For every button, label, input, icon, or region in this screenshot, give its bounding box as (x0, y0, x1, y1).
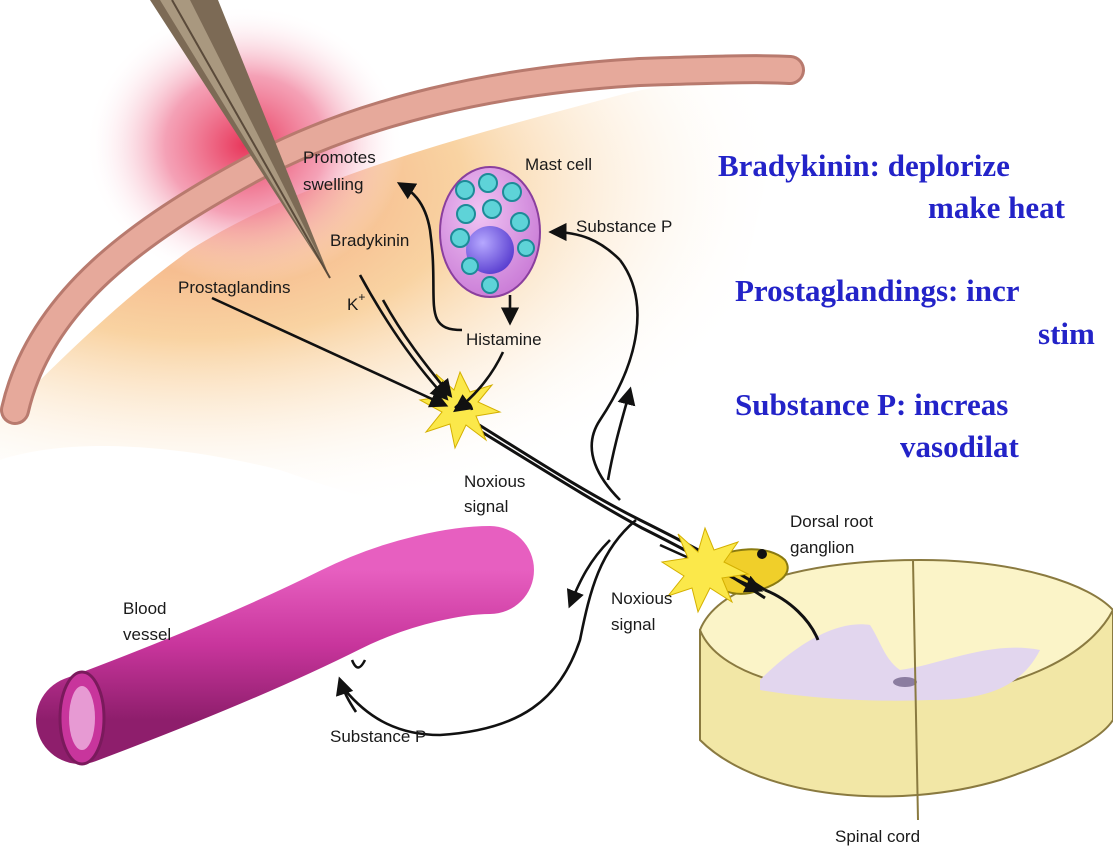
label-spinal-cord: Spinal cord (835, 827, 920, 846)
label-noxious-signal-2: Noxious (611, 589, 672, 608)
label-bradykinin: Bradykinin (330, 231, 409, 250)
label-blood-vessel: Blood (123, 599, 166, 618)
note-substance-p-line2: vasodilat (900, 429, 1020, 464)
note-bradykinin-line1: Bradykinin: deplorize (718, 148, 1010, 183)
label-promotes-swelling: Promotes (303, 148, 376, 167)
label-mast-cell: Mast cell (525, 155, 592, 174)
note-prostaglandings-line1: Prostaglandings: incr (735, 273, 1020, 308)
label-substance-p-top: Substance P (576, 217, 672, 236)
label-histamine: Histamine (466, 330, 542, 349)
label-noxious-signal-2b: signal (611, 615, 655, 634)
note-substance-p-line1: Substance P: increas (735, 387, 1008, 422)
label-promotes-swelling-2: swelling (303, 175, 363, 194)
label-noxious-signal-1b: signal (464, 497, 508, 516)
label-prostaglandins: Prostaglandins (178, 278, 290, 297)
label-blood-vessel-2: vessel (123, 625, 171, 644)
label-substance-p-bottom: Substance P (330, 727, 426, 746)
mast-cell (440, 167, 540, 297)
spinal-cord (700, 560, 1113, 820)
label-dorsal-root: Dorsal root (790, 512, 873, 531)
note-prostaglandings-line2: stim (1038, 316, 1095, 351)
note-bradykinin-line2: make heat (928, 190, 1066, 225)
label-noxious-signal-1: Noxious (464, 472, 525, 491)
label-ganglion: ganglion (790, 538, 854, 557)
